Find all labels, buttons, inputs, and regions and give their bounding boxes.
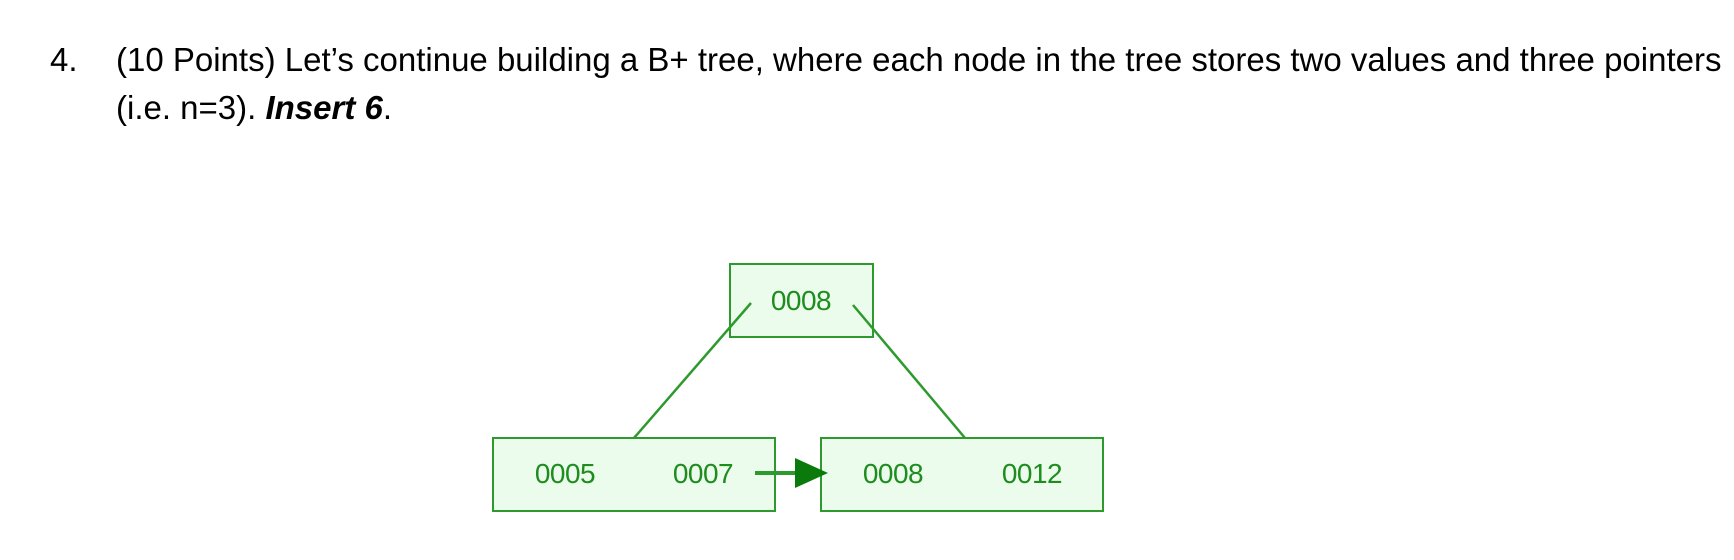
question-description: Let’s continue building a B+ tree, where… — [116, 41, 1722, 126]
leaf-1-key-1: 0012 — [1002, 458, 1062, 489]
question-number: 4. — [50, 41, 78, 78]
leaf-node-left: 0005 0007 — [492, 437, 776, 512]
leaf-1-key-0: 0008 — [863, 458, 923, 489]
leaf-link-arrow-icon — [755, 458, 828, 488]
root-right-pointer — [852, 304, 966, 439]
root-left-pointer — [633, 302, 752, 439]
leaf-node-right: 0008 0012 — [820, 437, 1104, 512]
leaf-0-key-0: 0005 — [535, 458, 595, 489]
question-instruction: Insert 6 — [265, 89, 383, 126]
question-trailing: . — [382, 89, 393, 126]
root-node: 0008 — [729, 263, 874, 338]
question-text: (10 Points) Let’s continue building a B+… — [116, 36, 1726, 132]
root-key-0: 0008 — [771, 285, 831, 316]
question-points: (10 Points) — [116, 41, 276, 78]
leaf-0-key-1: 0007 — [673, 458, 733, 489]
